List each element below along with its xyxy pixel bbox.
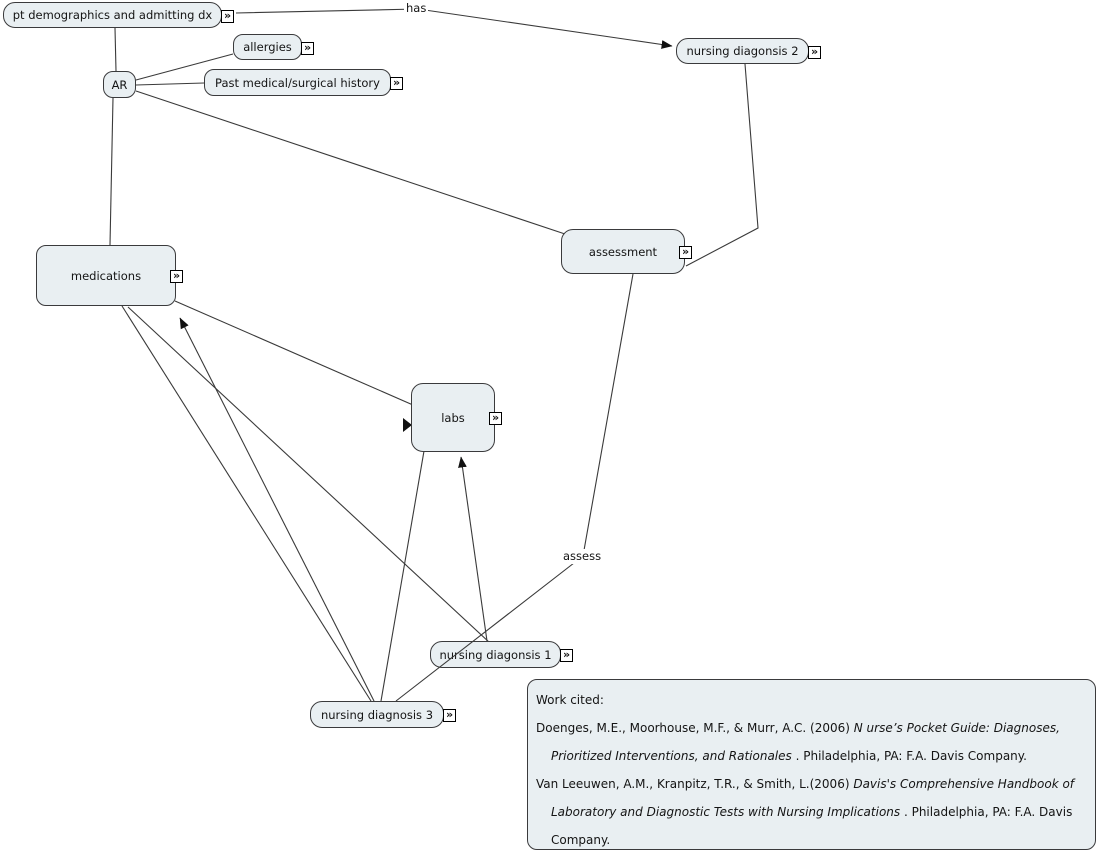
- resource-link-chevron-icon[interactable]: »: [390, 77, 403, 90]
- resource-link-chevron-icon[interactable]: »: [170, 270, 183, 283]
- work-cited-node[interactable]: Work cited: Doenges, M.E., Moorhouse, M.F…: [527, 679, 1096, 850]
- node-label: nursing diagonsis 2: [686, 44, 799, 58]
- resource-link-chevron-icon[interactable]: »: [560, 649, 573, 662]
- resource-link-chevron-icon[interactable]: »: [679, 246, 692, 259]
- node-label: allergies: [243, 40, 292, 54]
- node-label: labs: [441, 410, 465, 425]
- connection-line-nursing-diagnosis-3-to-medications[interactable]: [179, 317, 375, 702]
- connection-line-assessment-to-nursing-diagnosis-3[interactable]: [395, 273, 634, 702]
- connection-line-ar-to-past-medical-surgical-history[interactable]: [135, 82, 205, 86]
- citation-title-segment: Davis's Comprehensive Handbook of: [853, 777, 1075, 791]
- citation-title-segment: N urse’s Pocket Guide: Diagnoses,: [853, 721, 1060, 735]
- linking-phrase-has[interactable]: has: [404, 1, 429, 16]
- node-nursing-diagonsis-2[interactable]: nursing diagonsis 2 »: [676, 38, 821, 64]
- node-pt-demographics[interactable]: pt demographics and admitting dx »: [3, 2, 234, 28]
- connection-line-medications-to-nursing-diagnosis-3[interactable]: [121, 305, 372, 702]
- node-nursing-diagnosis-3[interactable]: nursing diagnosis 3 »: [310, 701, 456, 728]
- citation-text-segment: Van Leeuwen, A.M., Kranpitz, T.R., & Smi…: [536, 777, 854, 791]
- node-nursing-diagonsis-1[interactable]: nursing diagonsis 1 »: [430, 641, 573, 668]
- node-medications[interactable]: medications »: [36, 245, 183, 306]
- connection-line-pt-demographics-to-ar[interactable]: [114, 27, 117, 72]
- connection-line-ar-to-allergies[interactable]: [135, 53, 234, 81]
- node-label: nursing diagonsis 1: [439, 647, 552, 662]
- resource-link-chevron-icon[interactable]: »: [443, 709, 456, 722]
- connection-line-ar-to-assessment[interactable]: [135, 90, 566, 235]
- citation-title-segment: Prioritized Interventions, and Rationale…: [551, 749, 792, 763]
- resource-link-chevron-icon[interactable]: »: [808, 46, 821, 59]
- node-label: pt demographics and admitting dx: [12, 8, 213, 22]
- connection-line-medications-to-labs[interactable]: [174, 300, 414, 406]
- node-label: assessment: [588, 244, 658, 259]
- node-ar[interactable]: AR: [103, 71, 136, 98]
- citation-line: Prioritized Interventions, and Rationale…: [551, 742, 1085, 770]
- node-label: Past medical/surgical history: [215, 75, 380, 90]
- node-labs[interactable]: labs »: [411, 383, 502, 452]
- citation-line: Doenges, M.E., Moorhouse, M.F., & Murr, …: [536, 714, 1085, 742]
- connection-line-labs-to-nursing-diagnosis-3[interactable]: [380, 450, 425, 702]
- citation-text-segment: Work cited:: [536, 693, 604, 707]
- node-allergies[interactable]: allergies »: [233, 34, 314, 60]
- citation-text-segment: Doenges, M.E., Moorhouse, M.F., & Murr, …: [536, 721, 854, 735]
- citation-text-segment: . Philadelphia, PA: F.A. Davis: [900, 805, 1073, 819]
- resource-link-chevron-icon[interactable]: »: [489, 412, 502, 425]
- connection-line-nursing-diagonsis-2-to-assessment[interactable]: [685, 63, 759, 267]
- citation-line: Company.: [551, 826, 1085, 852]
- citation-line: Work cited:: [536, 686, 1085, 714]
- connection-line-ar-to-medications[interactable]: [109, 97, 114, 246]
- node-assessment[interactable]: assessment »: [561, 229, 692, 274]
- citation-text-segment: Company.: [551, 833, 611, 847]
- citation-line: Van Leeuwen, A.M., Kranpitz, T.R., & Smi…: [536, 770, 1085, 798]
- connection-line-nursing-diagonsis-1-to-labs[interactable]: [458, 456, 488, 642]
- node-past-medical-surgical-history[interactable]: Past medical/surgical history »: [204, 69, 403, 96]
- connection-line-medications-to-nursing-diagonsis-1[interactable]: [127, 306, 491, 644]
- resource-link-chevron-icon[interactable]: »: [301, 42, 314, 55]
- linking-phrase-assess[interactable]: assess: [561, 549, 604, 564]
- node-label: AR: [111, 77, 128, 92]
- citation-line: Laboratory and Diagnostic Tests with Nur…: [551, 798, 1085, 826]
- node-label: medications: [70, 268, 142, 283]
- citation-text-segment: . Philadelphia, PA: F.A. Davis Company.: [791, 749, 1027, 763]
- resource-link-chevron-icon[interactable]: »: [221, 10, 234, 23]
- citation-title-segment: Laboratory and Diagnostic Tests with Nur…: [551, 805, 901, 819]
- node-label: nursing diagnosis 3: [320, 707, 434, 722]
